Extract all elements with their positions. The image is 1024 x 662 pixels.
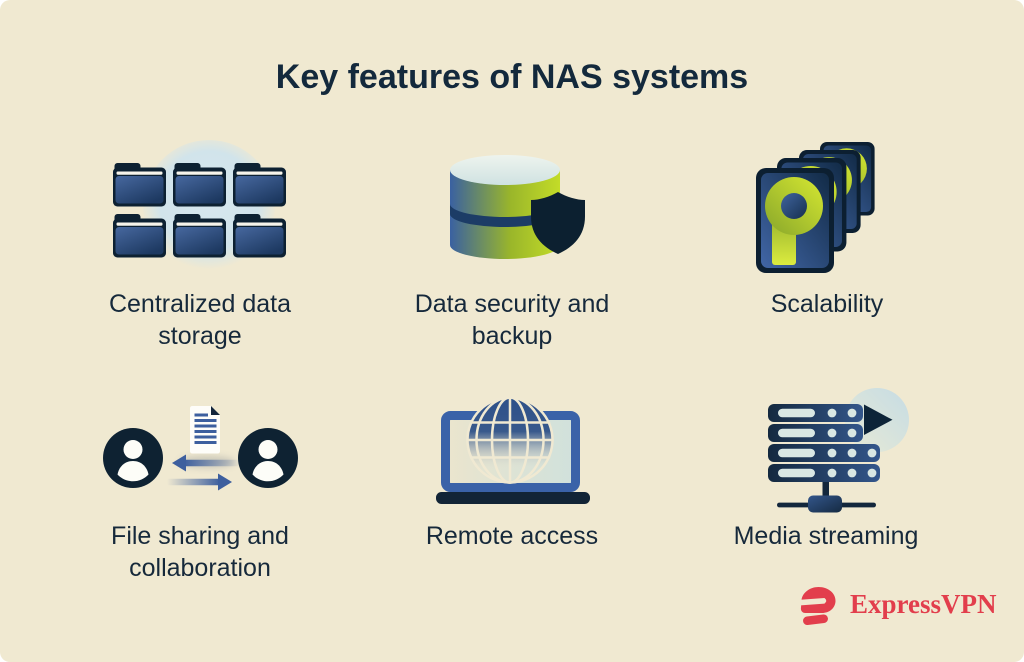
folder-icon bbox=[173, 214, 226, 258]
feature-label-media-streaming: Media streaming bbox=[733, 522, 919, 550]
database-shield-icon bbox=[450, 155, 585, 259]
document-icon bbox=[190, 406, 220, 454]
feature-label-scalability: Scalability bbox=[770, 290, 884, 318]
play-icon bbox=[864, 404, 893, 435]
page-title: Key features of NAS systems bbox=[275, 58, 749, 96]
server-row bbox=[768, 424, 863, 442]
folder-icon bbox=[233, 163, 286, 207]
server-rack bbox=[768, 404, 880, 482]
cylinder-top bbox=[450, 155, 560, 185]
server-row bbox=[768, 404, 863, 422]
feature-label-data-security-and-backup: Data security and backup bbox=[414, 290, 610, 350]
arrow-left-icon bbox=[172, 454, 241, 472]
brand-logo: ExpressVPN bbox=[796, 585, 1006, 629]
folders-icon bbox=[113, 140, 286, 272]
feature-label-centralized-data-storage: Centralized data storage bbox=[108, 290, 292, 350]
feature-label-remote-access: Remote access bbox=[425, 522, 599, 550]
database-cylinder bbox=[450, 170, 560, 259]
server-play-icon bbox=[768, 388, 909, 513]
folder-icon bbox=[113, 163, 166, 207]
expressvpn-logo-icon bbox=[797, 587, 836, 625]
folder-icon bbox=[173, 163, 226, 207]
globe-wireframe-icon bbox=[466, 396, 554, 484]
user-avatar-icon bbox=[238, 428, 298, 488]
feature-label-file-sharing-and-collaboration: File sharing and collaboration bbox=[111, 522, 289, 582]
shield-icon bbox=[531, 192, 585, 254]
stacked-hard-drives-icon bbox=[756, 142, 875, 273]
laptop-base bbox=[436, 492, 590, 504]
page-fold bbox=[211, 406, 220, 415]
arrow-right-icon bbox=[167, 473, 232, 491]
user-avatar-icon bbox=[103, 428, 163, 488]
folder-icon bbox=[233, 214, 286, 258]
laptop-globe-icon bbox=[436, 396, 590, 504]
folder-icon bbox=[113, 214, 166, 258]
server-row bbox=[768, 464, 880, 482]
network-link bbox=[777, 482, 876, 513]
server-row bbox=[768, 444, 880, 462]
hard-drive-icon bbox=[756, 168, 834, 273]
users-file-transfer-icon bbox=[103, 406, 298, 491]
brand-name: ExpressVPN bbox=[850, 589, 997, 619]
